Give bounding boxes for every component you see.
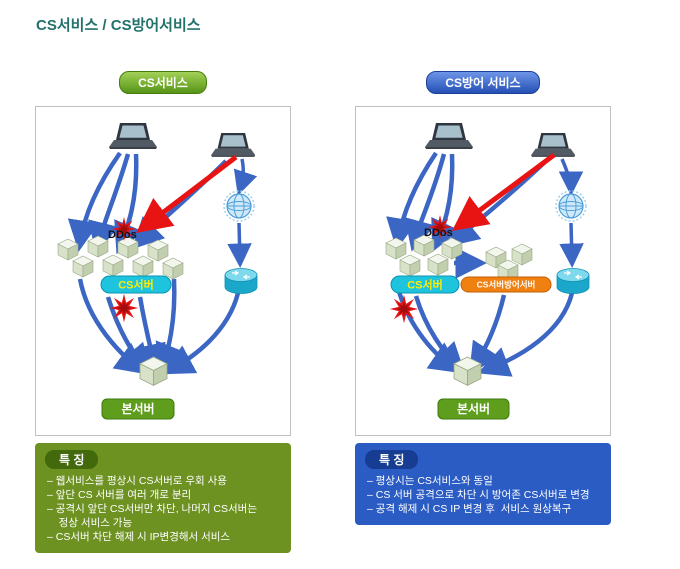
features-title-badge: 특 징 <box>365 450 419 469</box>
cs-server-label: CS서버 <box>407 278 443 292</box>
cs-server-label: CS서버 <box>118 278 154 292</box>
page: CS서비스 / CS방어서비스 CS서비스 <box>0 14 680 553</box>
server-box-icon <box>441 237 463 260</box>
ddos-label: DDos <box>424 227 453 239</box>
defense-server-label: CS서버방어서버 <box>477 280 536 290</box>
server-box-icon <box>162 257 184 280</box>
feature-item: – 평상시는 CS서비스와 동일 <box>367 475 493 487</box>
feature-item: 정상 서비스 가능 <box>47 517 133 529</box>
cs-server-badge: CS서버 <box>390 275 460 294</box>
server-box-icon <box>72 255 94 278</box>
laptop-icon <box>109 123 157 149</box>
cs-defense-diagram-canvas: DDos CS서버 CS서버방어서버 본서버 <box>385 123 590 420</box>
panel-cs-defense-service: CS방어 서비스 <box>355 71 611 553</box>
feature-item: – 공격 해제 시 CS IP 변경 후 서비스 원상복구 <box>367 503 572 515</box>
cs-defense-diagram: DDos CS서버 CS서버방어서버 본서버 <box>355 106 611 436</box>
features-title-badge: 특 징 <box>45 450 99 469</box>
feature-item: – 앞단 CS 서버를 여러 개로 분리 <box>47 489 192 501</box>
feature-item: – CS 서버 공격으로 차단 시 방어존 CS서버로 변경 <box>367 489 590 501</box>
cs-defense-header-badge: CS방어 서비스 <box>426 71 540 94</box>
main-server-badge: 본서버 <box>101 398 175 420</box>
page-title: CS서비스 / CS방어서비스 <box>36 17 201 34</box>
server-box-icon <box>399 254 421 277</box>
laptop-icon <box>425 123 473 149</box>
laptop-icon <box>531 133 576 157</box>
cs-server-cluster <box>385 234 463 277</box>
cs-defense-features: 특 징 – 평상시는 CS서비스와 동일 – CS 서버 공격으로 차단 시 방… <box>355 443 611 525</box>
feature-item: – 공격시 앞단 CS서버만 차단, 나머지 CS서버는 <box>47 503 257 515</box>
defense-server-badge: CS서버방어서버 <box>460 276 552 293</box>
feature-item: – 웹서비스를 평상시 CS서버로 우회 사용 <box>47 475 227 487</box>
server-box-icon <box>132 255 154 278</box>
blocked-burst-icon <box>389 294 419 324</box>
globe-icon <box>555 190 587 222</box>
cs-server-badge: CS서버 <box>100 275 172 294</box>
server-box-icon <box>427 253 449 276</box>
cs-service-features: 특 징 – 웹서비스를 평상시 CS서버로 우회 사용 – 앞단 CS 서버를 … <box>35 443 291 553</box>
cs-service-diagram-canvas: DDos CS서버 본서버 <box>57 123 258 420</box>
server-box-icon <box>385 237 407 260</box>
cs-server-cluster <box>57 235 184 280</box>
main-server-badge: 본서버 <box>437 398 510 420</box>
router-icon <box>224 268 258 294</box>
ddos-attack-arrow <box>451 152 556 231</box>
ddos-attack-arrow <box>136 155 238 234</box>
cs-service-diagram: DDos CS서버 본서버 <box>35 106 291 436</box>
cs-service-header-badge: CS서비스 <box>119 71 207 94</box>
ddos-label: DDos <box>108 229 137 241</box>
service-columns: CS서비스 <box>35 71 680 553</box>
defense-server-cluster <box>485 243 533 282</box>
globe-icon <box>223 190 255 222</box>
server-box-icon <box>511 243 533 266</box>
blocked-burst-icon <box>109 293 139 323</box>
features-list: – 평상시는 CS서비스와 동일 – CS 서버 공격으로 차단 시 방어존 C… <box>365 474 601 516</box>
server-box-icon <box>147 239 169 262</box>
panel-cs-service: CS서비스 <box>35 71 291 553</box>
laptop-icon <box>211 133 256 157</box>
feature-item: – CS서버 차단 해제 시 IP변경해서 서비스 <box>47 531 231 543</box>
features-list: – 웹서비스를 평상시 CS서버로 우회 사용 – 앞단 CS 서버를 여러 개… <box>45 474 281 544</box>
main-server-label: 본서버 <box>121 401 154 416</box>
main-server-label: 본서버 <box>457 401 490 416</box>
server-box-icon <box>57 238 79 261</box>
server-box-icon <box>102 254 124 277</box>
router-icon <box>556 268 590 294</box>
server-box-icon <box>87 235 109 258</box>
